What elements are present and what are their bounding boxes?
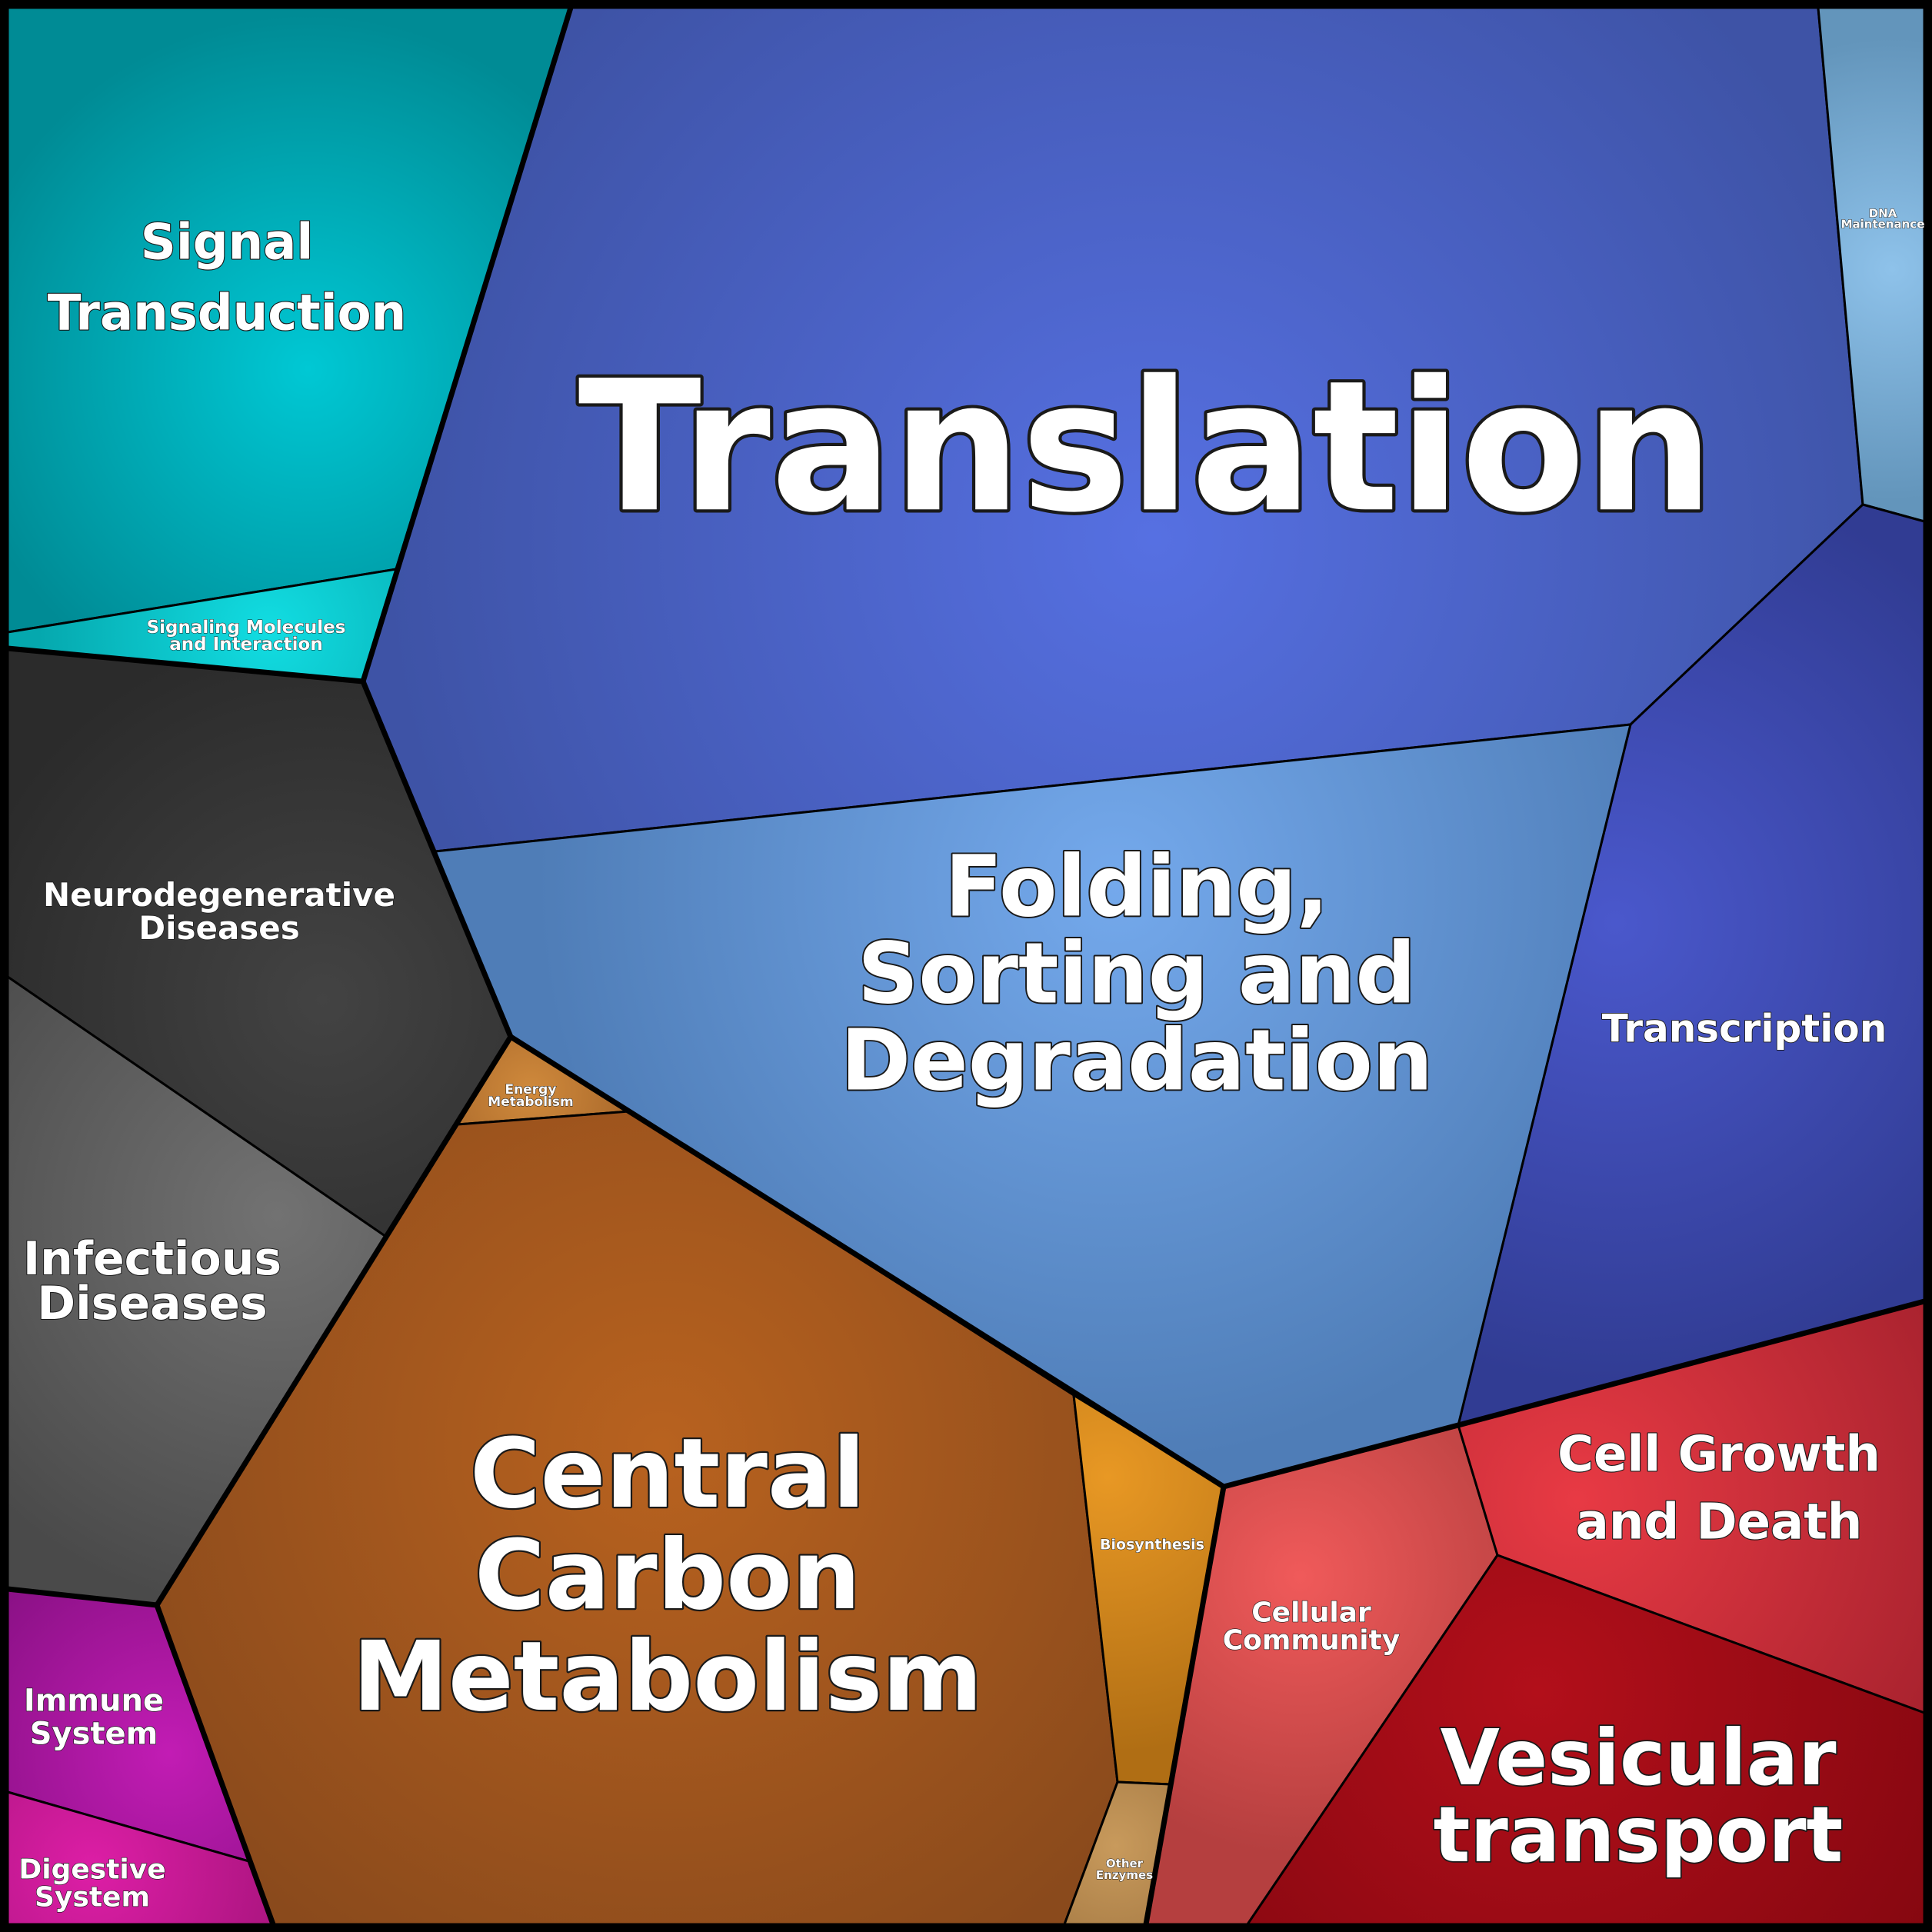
label-cell-growth-and-death-line-0: Cell Growth xyxy=(1557,1426,1880,1483)
label-signaling-molecules-line-0: Signaling Molecules xyxy=(147,618,346,638)
label-translation: Translation xyxy=(578,342,1714,552)
label-biosynthesis: Biosynthesis xyxy=(1100,1537,1204,1554)
label-signal-transduction-line-1: Transduction xyxy=(48,285,406,341)
label-vesicular-transport-line-0: Vesicular xyxy=(1440,1713,1837,1803)
label-dna-maintenance-line-0: DNA xyxy=(1869,206,1897,220)
label-cell-growth-and-death: Cell Growth and Death xyxy=(1557,1426,1880,1551)
label-folding-sorting-degradation-line-1: Sorting and xyxy=(858,924,1416,1023)
label-central-carbon-metabolism-line-1: Carbon xyxy=(475,1520,861,1631)
label-central-carbon-metabolism-line-2: Metabolism xyxy=(353,1621,983,1733)
label-cell-growth-and-death-line-1: and Death xyxy=(1576,1494,1863,1551)
label-biosynthesis-line-0: Biosynthesis xyxy=(1100,1537,1204,1554)
label-signaling-molecules-line-1: and Interaction xyxy=(169,635,322,655)
label-dna-maintenance-line-1: Maintenance xyxy=(1841,217,1925,231)
label-translation-line-0: Translation xyxy=(578,342,1714,552)
label-neurodegenerative-diseases-line-0: Neurodegenerative xyxy=(43,876,395,914)
label-immune-system-line-1: System xyxy=(30,1717,158,1752)
label-infectious-diseases-line-1: Diseases xyxy=(37,1277,267,1331)
label-digestive-system-line-0: Digestive xyxy=(18,1854,165,1886)
label-cellular-community-line-0: Cellular xyxy=(1251,1597,1371,1629)
label-energy-metabolism-line-1: Metabolism xyxy=(488,1094,573,1110)
label-transcription: Transcription xyxy=(1602,1007,1887,1051)
label-vesicular-transport-line-1: transport xyxy=(1434,1790,1844,1880)
label-energy-metabolism-line-0: Energy xyxy=(505,1082,557,1098)
label-signal-transduction-line-0: Signal xyxy=(141,214,314,271)
label-other-enzymes-line-1: Enzymes xyxy=(1096,1868,1153,1882)
label-folding-sorting-degradation-line-2: Degradation xyxy=(841,1011,1433,1110)
label-transcription-line-0: Transcription xyxy=(1602,1007,1887,1051)
label-neurodegenerative-diseases-line-1: Diseases xyxy=(138,909,300,947)
label-digestive-system-line-1: System xyxy=(35,1882,150,1914)
label-other-enzymes-line-0: Other xyxy=(1106,1857,1144,1870)
label-infectious-diseases-line-0: Infectious xyxy=(23,1232,281,1286)
label-cellular-community-line-1: Community xyxy=(1223,1625,1400,1657)
label-folding-sorting-degradation-line-0: Folding, xyxy=(944,838,1328,936)
label-central-carbon-metabolism-line-0: Central xyxy=(470,1418,865,1530)
label-immune-system-line-0: Immune xyxy=(24,1684,164,1719)
